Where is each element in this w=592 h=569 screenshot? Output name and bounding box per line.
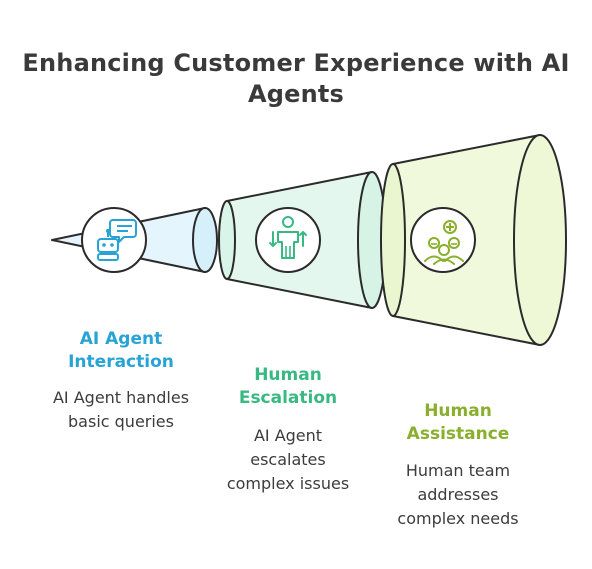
robot-chat-icon: [81, 207, 147, 273]
stage-2-label: Human Escalation: [238, 365, 338, 408]
stage-3-description: Human team addresses complex needs: [397, 461, 519, 528]
team-add-icon: [410, 207, 476, 273]
diagram-title: Enhancing Customer Experience with AI Ag…: [22, 49, 570, 108]
stage-3-cone: [380, 134, 567, 346]
escalation-figure-icon: [255, 207, 321, 273]
stage-3-label: Human Assistance: [406, 401, 510, 444]
stage-1-description: AI Agent handles basic queries: [52, 388, 190, 431]
stage-2-description: AI Agent escalates complex issues: [226, 426, 350, 493]
stage-1-label: AI Agent Interaction: [68, 329, 174, 372]
